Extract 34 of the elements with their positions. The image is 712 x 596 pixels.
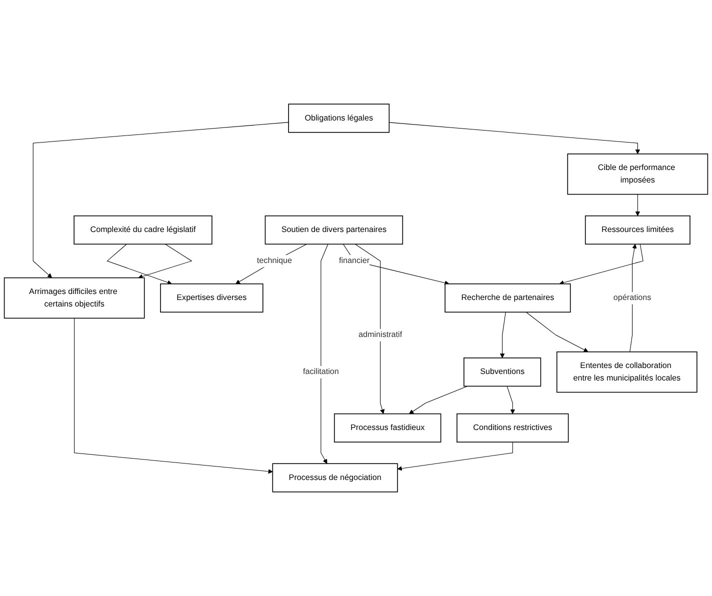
node-box: Recherche de partenaires	[444, 283, 571, 313]
node-box: Subventions	[464, 358, 542, 387]
node-box: Conditions restrictives	[456, 413, 569, 442]
arrow	[235, 244, 308, 284]
arrow	[408, 386, 468, 414]
arrow	[630, 244, 637, 352]
arrow	[500, 312, 506, 358]
edge-label: opérations	[613, 293, 652, 302]
edge-label: technique	[256, 256, 292, 266]
arrow	[320, 244, 328, 464]
node-box: Soutien de divers partenaires	[264, 215, 404, 245]
arrow	[74, 318, 273, 474]
edge-label: administratif	[358, 330, 402, 340]
arrow	[354, 244, 385, 414]
node-box: Cible de performance imposées	[567, 154, 708, 195]
node-box: Ressources limitées	[584, 215, 690, 245]
node-box: Processus de négociation	[272, 463, 398, 492]
arrow	[138, 244, 192, 279]
arrow	[388, 122, 640, 154]
node-box: Processus fastidieux	[334, 413, 442, 442]
node-box: Obligations légales	[288, 104, 390, 133]
node-box: Arrimages difficiles entre certains objectifs	[4, 277, 145, 319]
node-box: Complexité du cadre législatif	[74, 215, 212, 245]
edge-label: financier	[338, 256, 370, 266]
arrow	[397, 442, 513, 471]
arrow	[106, 244, 172, 285]
arrow	[635, 194, 640, 216]
arrow	[506, 386, 515, 414]
arrow	[559, 244, 644, 286]
edge-label: facilitation	[302, 367, 339, 376]
node-box: Expertises diverses	[160, 283, 264, 313]
arrow	[32, 122, 289, 278]
node-box: Ententes de collaboration entre les municipalités locales	[556, 351, 698, 393]
arrow	[526, 312, 588, 352]
